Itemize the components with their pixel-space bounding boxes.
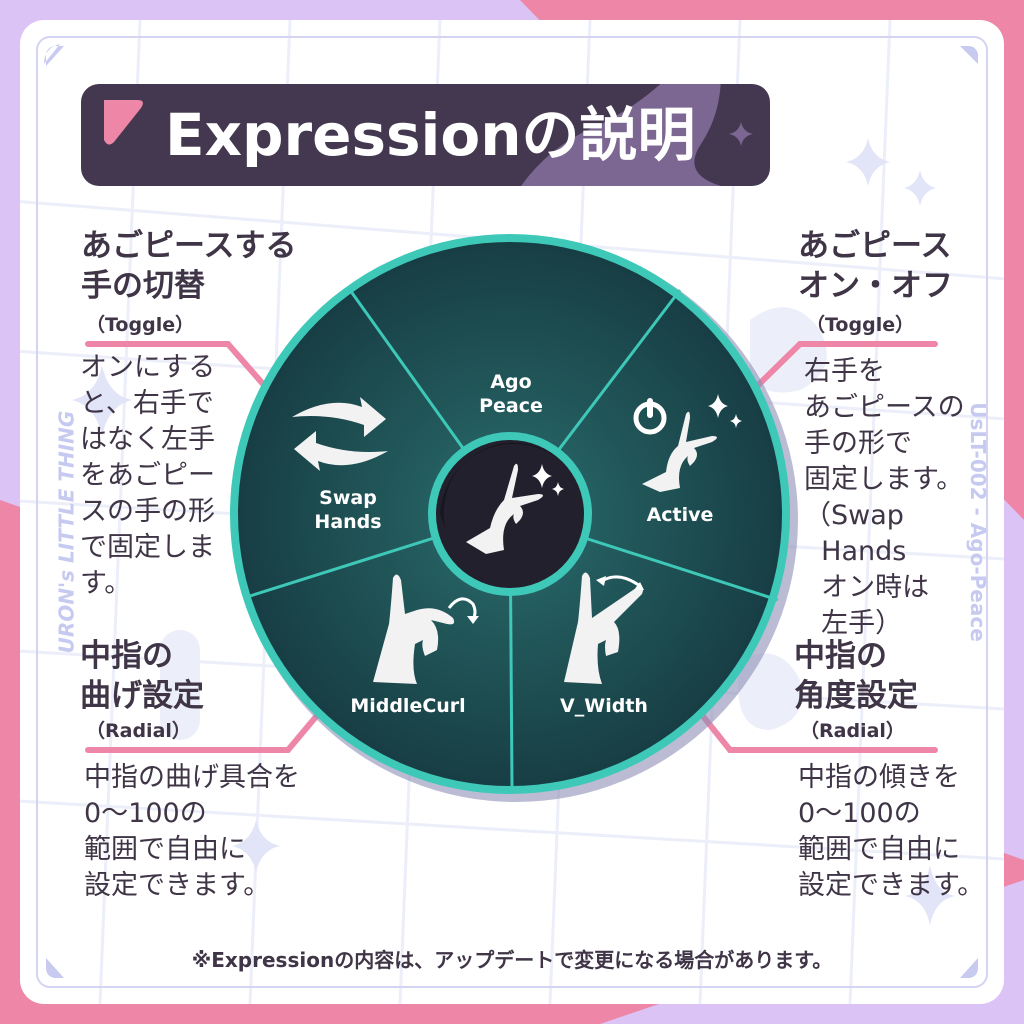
segment-label-active[interactable]: Active [646,504,714,526]
footer-note: ※Expressionの内容は、アップデートで変更になる場合があります。 [191,948,833,972]
page-title: Expressionの説明 [165,101,696,169]
callout-middlecurl-type: （Radial） [86,720,191,742]
callout-vwidth-description: 中指の傾きを 0～100の 範囲で自由に 設定できます。 [798,762,985,901]
hand-silhouette-decoration [521,84,753,186]
ago-peace-hand-icon[interactable] [460,454,570,564]
power-hand-sparkle-icon[interactable] [630,384,750,500]
swap-arrows-icon[interactable] [290,395,390,475]
callout-swap-heading-2: 手の切替 [81,268,205,304]
callout-vwidth-heading-2: 角度設定 [794,678,918,714]
callout-vwidth-type: （Radial） [800,720,905,742]
segment-label-ago-peace[interactable]: Ago Peace [479,371,543,417]
callout-swap-description: オンにする と、右手で はなく左手 をあごピー スの手の形 で固定しま す。 [80,352,216,599]
callout-vwidth-heading-1: 中指の [794,638,887,674]
middle-curl-hand-icon[interactable] [365,570,485,690]
callout-active-type: （Toggle） [806,314,915,336]
segment-label-swap-hands[interactable]: Swap Hands [314,487,382,533]
title-flag-icon [104,100,143,145]
inner-frame [36,36,988,988]
segment-label-middle-curl[interactable]: MiddleCurl [350,695,466,717]
callout-middlecurl-heading-1: 中指の [80,638,173,674]
sparkle-decorations [72,138,955,925]
v-width-hand-icon[interactable] [548,568,668,688]
title-bar: Expressionの説明 [81,84,770,186]
callout-active-description: 右手を あごピースの 手の形で 固定します。 （Swap Hands オン時は … [804,356,965,639]
frame-corners [44,44,978,978]
callout-active-heading-2: オン・オフ [798,268,953,304]
callout-middlecurl-description: 中指の曲げ具合を 0～100の 範囲で自由に 設定できます。 [84,762,300,901]
callout-swap-heading-1: あごピースする [81,228,297,264]
callout-active-heading-1: あごピース [798,228,952,264]
callout-middlecurl-heading-2: 曲げ設定 [80,678,204,714]
callout-swap-type: （Toggle） [86,314,195,336]
segment-label-v-width[interactable]: V_Width [560,695,648,717]
